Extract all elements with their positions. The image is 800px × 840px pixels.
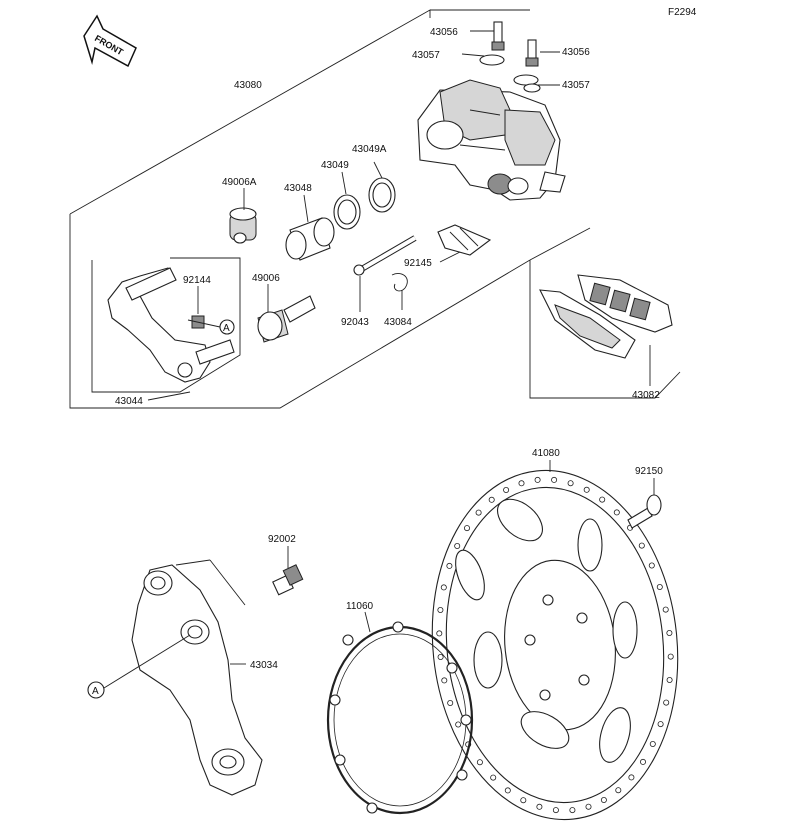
- caliper-body: [417, 79, 566, 201]
- svg-text:A: A: [92, 686, 99, 697]
- bleeder-screw-left: [491, 21, 505, 51]
- seal-43049a: [368, 177, 396, 213]
- bolt-92150: [627, 494, 662, 529]
- label-92145: 92145: [404, 258, 432, 269]
- boot-49006: [257, 295, 316, 343]
- diagram-code: F2294: [668, 7, 697, 18]
- disc-drill-hole: [657, 721, 664, 728]
- disc-drill-hole: [437, 607, 444, 614]
- label-43056-right: 43056: [562, 47, 590, 58]
- label-92002: 92002: [268, 534, 296, 545]
- label-43044: 43044: [115, 396, 143, 407]
- disc-drill-hole: [551, 476, 558, 483]
- disc-drill-hole: [613, 509, 620, 516]
- brake-pad-front: [539, 289, 636, 359]
- gasket-11060: [326, 621, 474, 815]
- disc-drill-hole: [567, 480, 574, 487]
- label-43056-left: 43056: [430, 27, 458, 38]
- disc-drill-hole: [569, 807, 576, 814]
- disc-drill-hole: [446, 562, 453, 569]
- label-43049a: 43049A: [352, 144, 387, 155]
- disc-drill-hole: [666, 677, 673, 684]
- disc-drill-hole: [441, 677, 448, 684]
- label-41080: 41080: [532, 448, 560, 459]
- disc-drill-hole: [454, 543, 461, 550]
- disc-drill-hole: [437, 654, 444, 661]
- disc-drill-hole: [628, 774, 635, 781]
- bleeder-screw-right: [525, 39, 539, 67]
- label-43048: 43048: [284, 183, 312, 194]
- bracket-subgroup-frame: [91, 257, 241, 393]
- disc-drill-hole: [455, 721, 462, 728]
- disc-drill-hole: [663, 699, 670, 706]
- callout-a-lower: A: [87, 634, 191, 699]
- disc-drill-hole: [534, 476, 541, 483]
- disc-drill-hole: [504, 787, 511, 794]
- disc-drill-hole: [488, 496, 495, 503]
- label-43034: 43034: [250, 660, 278, 671]
- bolt-92002: [272, 564, 304, 596]
- disc-drill-hole: [518, 480, 525, 487]
- label-43057-left: 43057: [412, 50, 440, 61]
- label-43080: 43080: [234, 80, 262, 91]
- disc-drill-hole: [599, 496, 606, 503]
- label-43084: 43084: [384, 317, 412, 328]
- disc-drill-hole: [536, 803, 543, 810]
- disc-drill-hole: [463, 525, 470, 532]
- bleeder-cap-right: [513, 74, 541, 93]
- disc-drill-hole: [583, 486, 590, 493]
- label-43082: 43082: [632, 390, 660, 401]
- disc-drill-hole: [585, 803, 592, 810]
- disc-drill-hole: [648, 562, 655, 569]
- pad-subgroup-frame: [529, 227, 681, 399]
- disc-drill-hole: [520, 797, 527, 804]
- label-11060: 11060: [346, 601, 374, 612]
- callout-a-upper: A: [187, 319, 235, 335]
- label-92150: 92150: [635, 466, 663, 477]
- label-43049: 43049: [321, 160, 349, 171]
- disc-drill-hole: [662, 606, 669, 613]
- leader-lines-lower: [230, 460, 655, 665]
- disc-drill-hole: [447, 700, 454, 707]
- clip-43084: [391, 273, 408, 292]
- disc-drill-hole: [440, 584, 447, 591]
- disc-drill-hole: [503, 486, 510, 493]
- svg-text:A: A: [223, 323, 230, 334]
- label-49006: 49006: [252, 273, 280, 284]
- disc-drill-hole: [600, 797, 607, 804]
- disc-drill-hole: [667, 653, 674, 660]
- piston-43048: [285, 217, 335, 261]
- bracket-43034: [131, 559, 263, 796]
- disc-drill-hole: [475, 509, 482, 516]
- bleeder-cap-left: [479, 54, 505, 66]
- disc-drill-hole: [649, 741, 656, 748]
- brake-pad-rear: [577, 274, 673, 333]
- disc-drill-holes: [436, 476, 674, 814]
- disc-drill-hole: [638, 542, 645, 549]
- brake-disc-41080: [431, 469, 679, 821]
- front-arrow-icon: FRONT: [83, 14, 137, 68]
- disc-drill-hole: [436, 630, 443, 637]
- pin-92043: [353, 235, 417, 276]
- boot-49006a: [229, 207, 257, 244]
- disc-drill-hole: [656, 584, 663, 591]
- disc-drill-hole: [476, 759, 483, 766]
- leader-lines-upper: [147, 30, 651, 401]
- caliper-assembly-frame: [69, 9, 531, 409]
- disc-drill-hole: [615, 787, 622, 794]
- label-43057-right: 43057: [562, 80, 590, 91]
- disc-drill-hole: [490, 774, 497, 781]
- bracket-43044: [107, 267, 235, 383]
- disc-drill-hole: [640, 758, 647, 765]
- label-92144: 92144: [183, 275, 211, 286]
- disc-drill-hole: [666, 630, 673, 637]
- disc-drill-hole: [552, 807, 559, 814]
- label-49006a: 49006A: [222, 177, 257, 188]
- spring-92145: [437, 224, 492, 256]
- seal-43049: [333, 194, 361, 230]
- label-92043: 92043: [341, 317, 369, 328]
